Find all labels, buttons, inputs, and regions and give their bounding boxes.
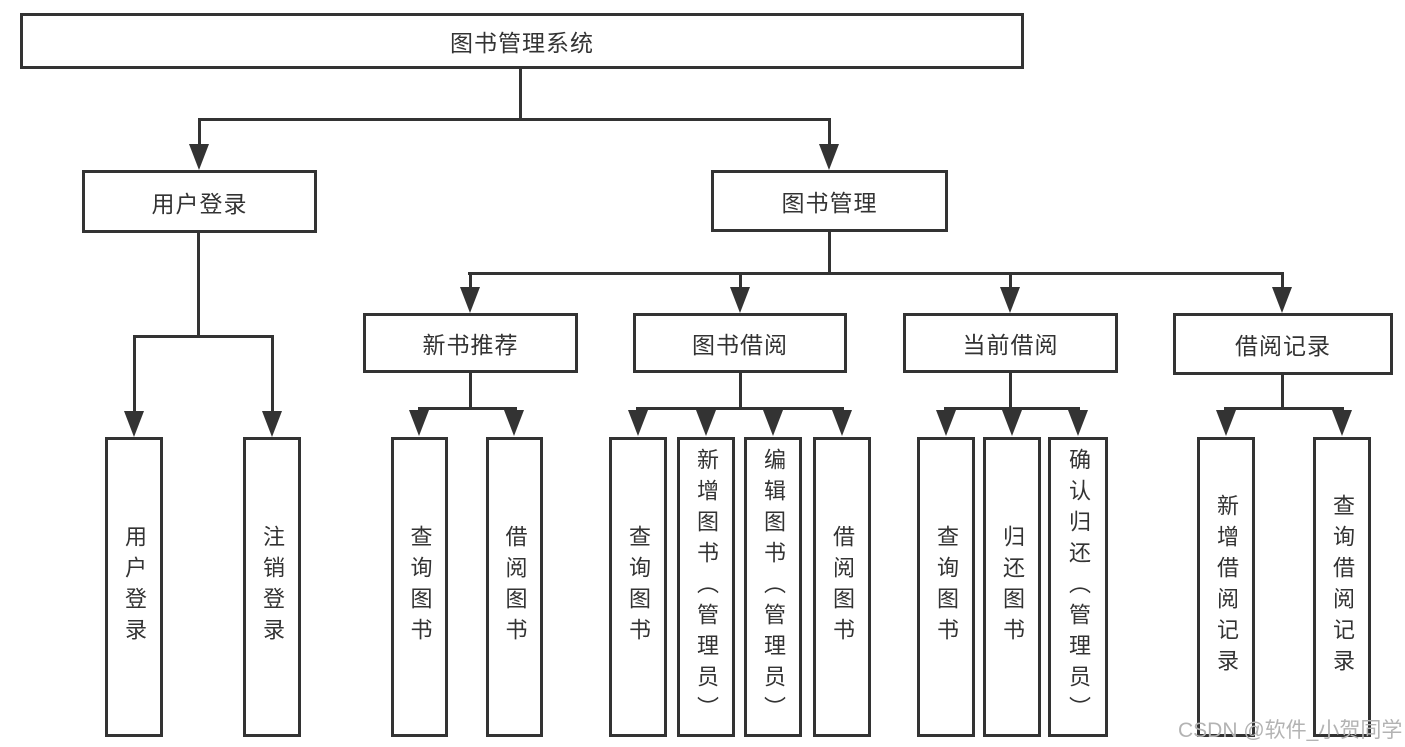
leaf-label: 查询图书 (934, 525, 959, 649)
node-user-login: 用户登录 (82, 170, 317, 233)
leaf-confirm-return-admin: 确认归还（管理员） (1048, 437, 1108, 737)
node-library-system: 图书管理系统 (20, 13, 1024, 69)
connector-line (198, 118, 831, 121)
leaf-label: 查询借阅记录 (1330, 494, 1355, 680)
connector-line (636, 407, 844, 410)
arrow-down-icon (936, 410, 956, 436)
leaf-label: 查询图书 (407, 525, 433, 649)
leaf-label: 借阅图书 (830, 525, 855, 649)
arrow-down-icon (730, 287, 750, 313)
leaf-label: 新增借阅记录 (1214, 494, 1239, 680)
arrow-down-icon (628, 410, 648, 436)
arrow-down-icon (696, 410, 716, 436)
arrow-down-icon (460, 287, 480, 313)
leaf-label: 新增图书（管理员） (694, 447, 719, 727)
arrow-down-icon (1068, 410, 1088, 436)
leaf-label: 确认归还（管理员） (1066, 447, 1091, 727)
arrow-down-icon (1002, 410, 1022, 436)
arrow-down-icon (819, 144, 839, 170)
connector-line (133, 335, 136, 413)
connector-line (1009, 272, 1012, 288)
connector-line (271, 335, 274, 413)
connector-line (1009, 373, 1012, 409)
arrow-down-icon (189, 144, 209, 170)
leaf-logout: 注销登录 (243, 437, 301, 737)
connector-line (739, 272, 742, 288)
leaf-query-books-borrow: 查询图书 (609, 437, 667, 737)
arrow-down-icon (504, 410, 524, 436)
leaf-query-books-recommend: 查询图书 (391, 437, 448, 737)
node-label: 图书管理系统 (450, 30, 594, 56)
leaf-query-books-current: 查询图书 (917, 437, 975, 737)
connector-line (198, 118, 201, 146)
leaf-borrow-books: 借阅图书 (813, 437, 871, 737)
leaf-label: 注销登录 (260, 525, 285, 649)
leaf-user-login: 用户登录 (105, 437, 163, 737)
arrow-down-icon (262, 411, 282, 437)
arrow-down-icon (1216, 410, 1236, 436)
node-label: 新书推荐 (422, 332, 519, 358)
connector-line (828, 118, 831, 146)
arrow-down-icon (1000, 287, 1020, 313)
connector-line (519, 69, 522, 118)
connector-line (133, 335, 274, 338)
leaf-return-books: 归还图书 (983, 437, 1041, 737)
connector-line (1281, 272, 1284, 288)
leaf-label: 编辑图书（管理员） (761, 447, 786, 727)
node-label: 借阅记录 (1235, 333, 1331, 359)
leaf-label: 查询图书 (626, 525, 651, 649)
leaf-label: 用户登录 (122, 525, 147, 649)
node-current-borrow: 当前借阅 (903, 313, 1118, 373)
connector-line (418, 407, 517, 410)
node-label: 图书借阅 (692, 332, 788, 358)
leaf-borrow-books-recommend: 借阅图书 (486, 437, 543, 737)
arrow-down-icon (763, 410, 783, 436)
connector-line (944, 407, 1080, 410)
connector-line (468, 272, 1284, 275)
leaf-edit-books-admin: 编辑图书（管理员） (744, 437, 802, 737)
connector-line (197, 233, 200, 335)
connector-line (1224, 407, 1344, 410)
node-book-borrow: 图书借阅 (633, 313, 847, 373)
node-borrow-records: 借阅记录 (1173, 313, 1393, 375)
leaf-add-books-admin: 新增图书（管理员） (677, 437, 735, 737)
node-label: 图书管理 (781, 190, 878, 216)
leaf-add-borrow-record: 新增借阅记录 (1197, 437, 1255, 737)
connector-line (469, 373, 472, 409)
connector-line (828, 232, 831, 272)
connector-line (739, 373, 742, 409)
connector-line (469, 272, 472, 288)
leaf-label: 归还图书 (1000, 525, 1025, 649)
arrow-down-icon (832, 410, 852, 436)
arrow-down-icon (1272, 287, 1292, 313)
arrow-down-icon (1332, 410, 1352, 436)
node-new-book-recommend: 新书推荐 (363, 313, 578, 373)
leaf-query-borrow-record: 查询借阅记录 (1313, 437, 1371, 737)
csdn-watermark: CSDN @软件_小贺同学 (1178, 719, 1403, 742)
node-label: 当前借阅 (962, 332, 1059, 358)
node-label: 用户登录 (151, 190, 248, 217)
leaf-label: 借阅图书 (502, 525, 528, 649)
arrow-down-icon (409, 410, 429, 436)
connector-line (1281, 373, 1284, 409)
arrow-down-icon (124, 411, 144, 437)
node-book-management: 图书管理 (711, 170, 948, 232)
